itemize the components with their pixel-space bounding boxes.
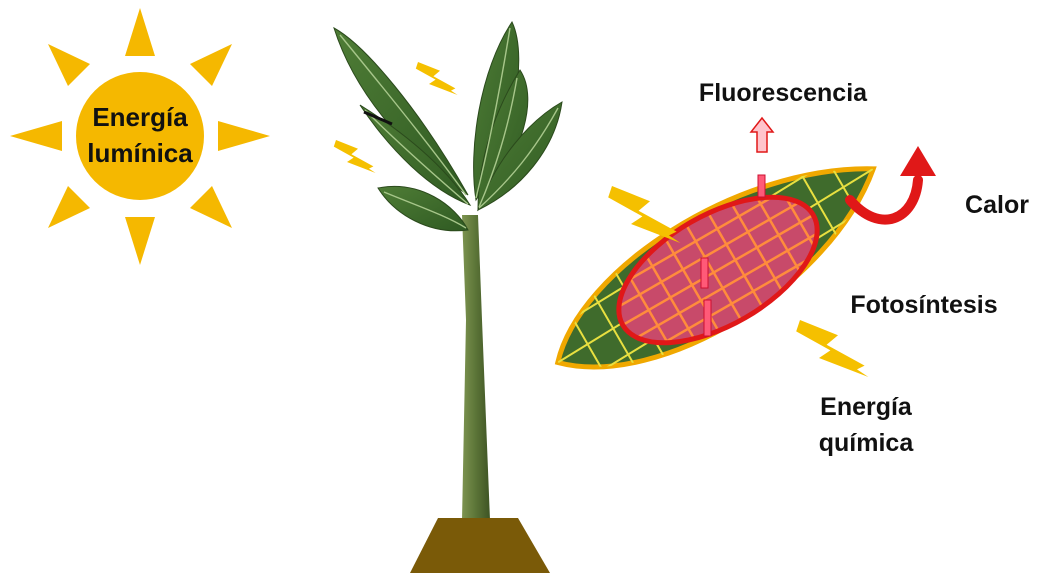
- chemical-energy-label-line1: Energía: [820, 393, 913, 421]
- bolt-icon: [416, 62, 458, 95]
- fluorescence-arrow-icon: [751, 118, 773, 152]
- plant-leaves: [334, 22, 562, 231]
- sun-disc: [76, 72, 204, 200]
- plant: [334, 22, 562, 573]
- sun-label-line2: lumínica: [87, 138, 193, 168]
- photosynthesis-label: Fotosíntesis: [850, 291, 997, 319]
- plant-leaf-veins: [340, 28, 558, 228]
- bolt-icon: [334, 140, 376, 173]
- up-arrow-icon: [704, 300, 711, 336]
- sun: Energía lumínica: [10, 8, 270, 265]
- chemical-energy-label-line2: química: [819, 429, 915, 457]
- bolt-icon: [796, 320, 868, 377]
- fluorescence-label: Fluorescencia: [699, 79, 868, 107]
- heat-label: Calor: [965, 191, 1029, 219]
- up-arrow-icon: [701, 258, 708, 288]
- sun-label-line1: Energía: [92, 102, 188, 132]
- plant-stem: [462, 215, 490, 520]
- plant-soil: [410, 518, 550, 573]
- detail-leaf: [518, 108, 918, 432]
- bolt-icon: [608, 186, 680, 243]
- up-arrow-icon: [758, 175, 765, 197]
